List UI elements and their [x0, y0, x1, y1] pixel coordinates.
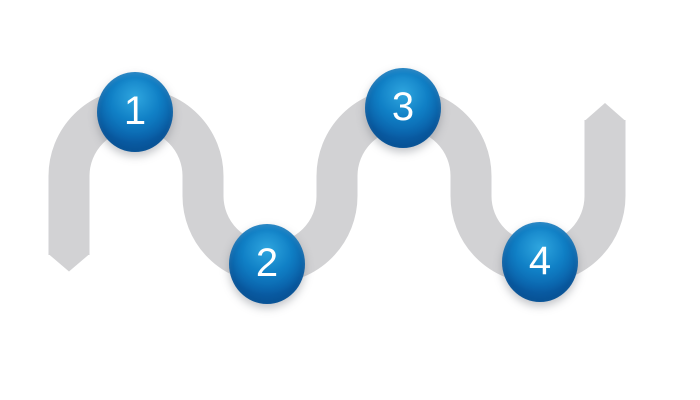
ribbon-end-point-icon — [584, 103, 626, 121]
step-node-3: 3 — [365, 68, 441, 148]
ribbon-start-point-icon — [48, 254, 90, 272]
step-number-2: 2 — [255, 241, 279, 285]
step-node-1: 1 — [97, 72, 173, 152]
step-node-2: 2 — [229, 224, 305, 304]
step-number-3: 3 — [391, 85, 415, 129]
step-number-1: 1 — [123, 89, 147, 133]
step-node-4: 4 — [502, 222, 578, 302]
step-number-4: 4 — [528, 239, 552, 283]
